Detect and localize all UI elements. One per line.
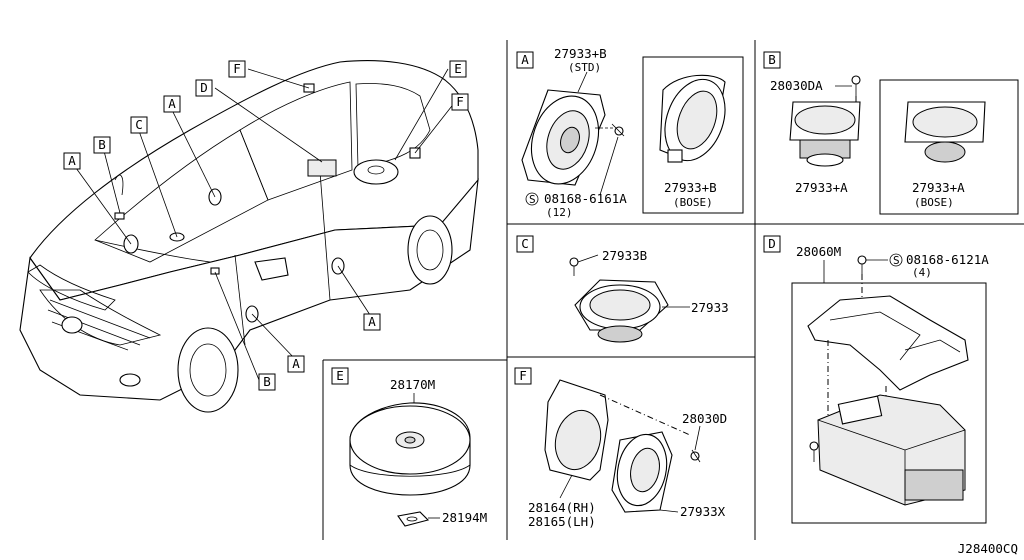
leader-lines [75,68,456,381]
panel-e: E 28170M 28194M [331,367,487,527]
svg-text:B: B [263,374,271,389]
callout-a-front-door: A [287,355,305,373]
screw-icon [690,449,701,463]
svg-text:27933+A: 27933+A [795,180,848,195]
svg-text:27933X: 27933X [680,504,726,519]
panel-f: F 28030D 28164(RH) 28165(LH) 27933X [514,367,727,529]
screw-icon [809,441,819,462]
screw-icon [611,123,625,137]
svg-text:B: B [98,137,106,152]
svg-text:A: A [368,314,376,329]
bracket-28164 [544,379,609,481]
screw-symbol-s: S [529,193,536,206]
callout-e: E [449,60,467,78]
svg-text:F: F [233,61,241,76]
svg-text:A: A [292,356,300,371]
svg-text:28194M: 28194M [442,510,487,525]
speaker-27933a-bose [904,101,986,163]
svg-text:A: A [168,96,176,111]
svg-text:(BOSE): (BOSE) [914,196,954,209]
callout-a-dash: A [163,95,181,113]
speaker-27933a-std [789,101,861,167]
svg-text:28030DA: 28030DA [770,78,823,93]
svg-text:27933: 27933 [691,300,729,315]
screw-icon [851,75,861,96]
callout-c-front: C [130,116,148,134]
panel-b: B 28030DA 27933+A 27933+A (BOSE) [763,51,1019,215]
vehicle-illustration [19,60,479,413]
svg-text:A: A [68,153,76,168]
svg-text:28170M: 28170M [390,377,435,392]
panel-d: D 28060M S 08168-6121A (4) [763,235,989,524]
vehicle-callouts: A B C A D F E F [63,60,469,391]
callout-d: D [195,79,213,97]
speaker-27933b-std [521,89,606,186]
svg-text:(4): (4) [912,266,932,279]
svg-text:08168-6121A: 08168-6121A [906,252,989,267]
callout-a-rear-door: A [363,313,381,331]
svg-text:28060M: 28060M [796,244,841,259]
callout-f-rear: F [451,93,469,111]
amp-bracket [807,295,969,391]
subwoofer-28170m [349,402,471,496]
panel-a: A 27933+B (STD) S 08168-6161A (12) 27933… [516,46,744,219]
svg-text:(STD): (STD) [568,61,601,74]
panel-frames [322,40,1024,540]
svg-text:E: E [336,368,344,383]
svg-text:08168-6161A: 08168-6161A [544,191,627,206]
speaker-27933x [611,431,673,513]
screw-icon [569,257,579,276]
svg-text:A: A [521,52,529,67]
callout-b-front: B [93,136,111,154]
svg-text:27933B: 27933B [602,248,647,263]
speaker-27933b-bose [659,74,726,163]
amplifier-unit [817,394,966,506]
svg-text:(12): (12) [546,206,573,219]
svg-text:27933+B: 27933+B [554,46,607,61]
diagram-code: J28400CQ [958,541,1018,556]
svg-text:F: F [456,94,464,109]
svg-text:D: D [768,236,776,251]
cap-28194m [397,511,430,527]
screw-icon [857,255,867,274]
svg-text:(BOSE): (BOSE) [673,196,713,209]
panel-c: C 27933B 27933 [516,235,729,343]
callout-f-roof: F [228,60,246,78]
callout-a-front: A [63,152,81,170]
svg-text:F: F [519,368,527,383]
svg-text:27933+A: 27933+A [912,180,965,195]
svg-text:27933+B: 27933+B [664,180,717,195]
svg-text:C: C [521,236,529,251]
svg-text:28165(LH): 28165(LH) [528,514,596,529]
svg-text:D: D [200,80,208,95]
svg-text:28030D: 28030D [682,411,727,426]
speaker-27933 [574,279,669,343]
svg-text:B: B [768,52,776,67]
screw-symbol-s: S [893,254,900,267]
svg-text:C: C [135,117,143,132]
svg-text:28164(RH): 28164(RH) [528,500,596,515]
callout-b-pillar: B [258,373,276,391]
svg-text:E: E [454,61,462,76]
